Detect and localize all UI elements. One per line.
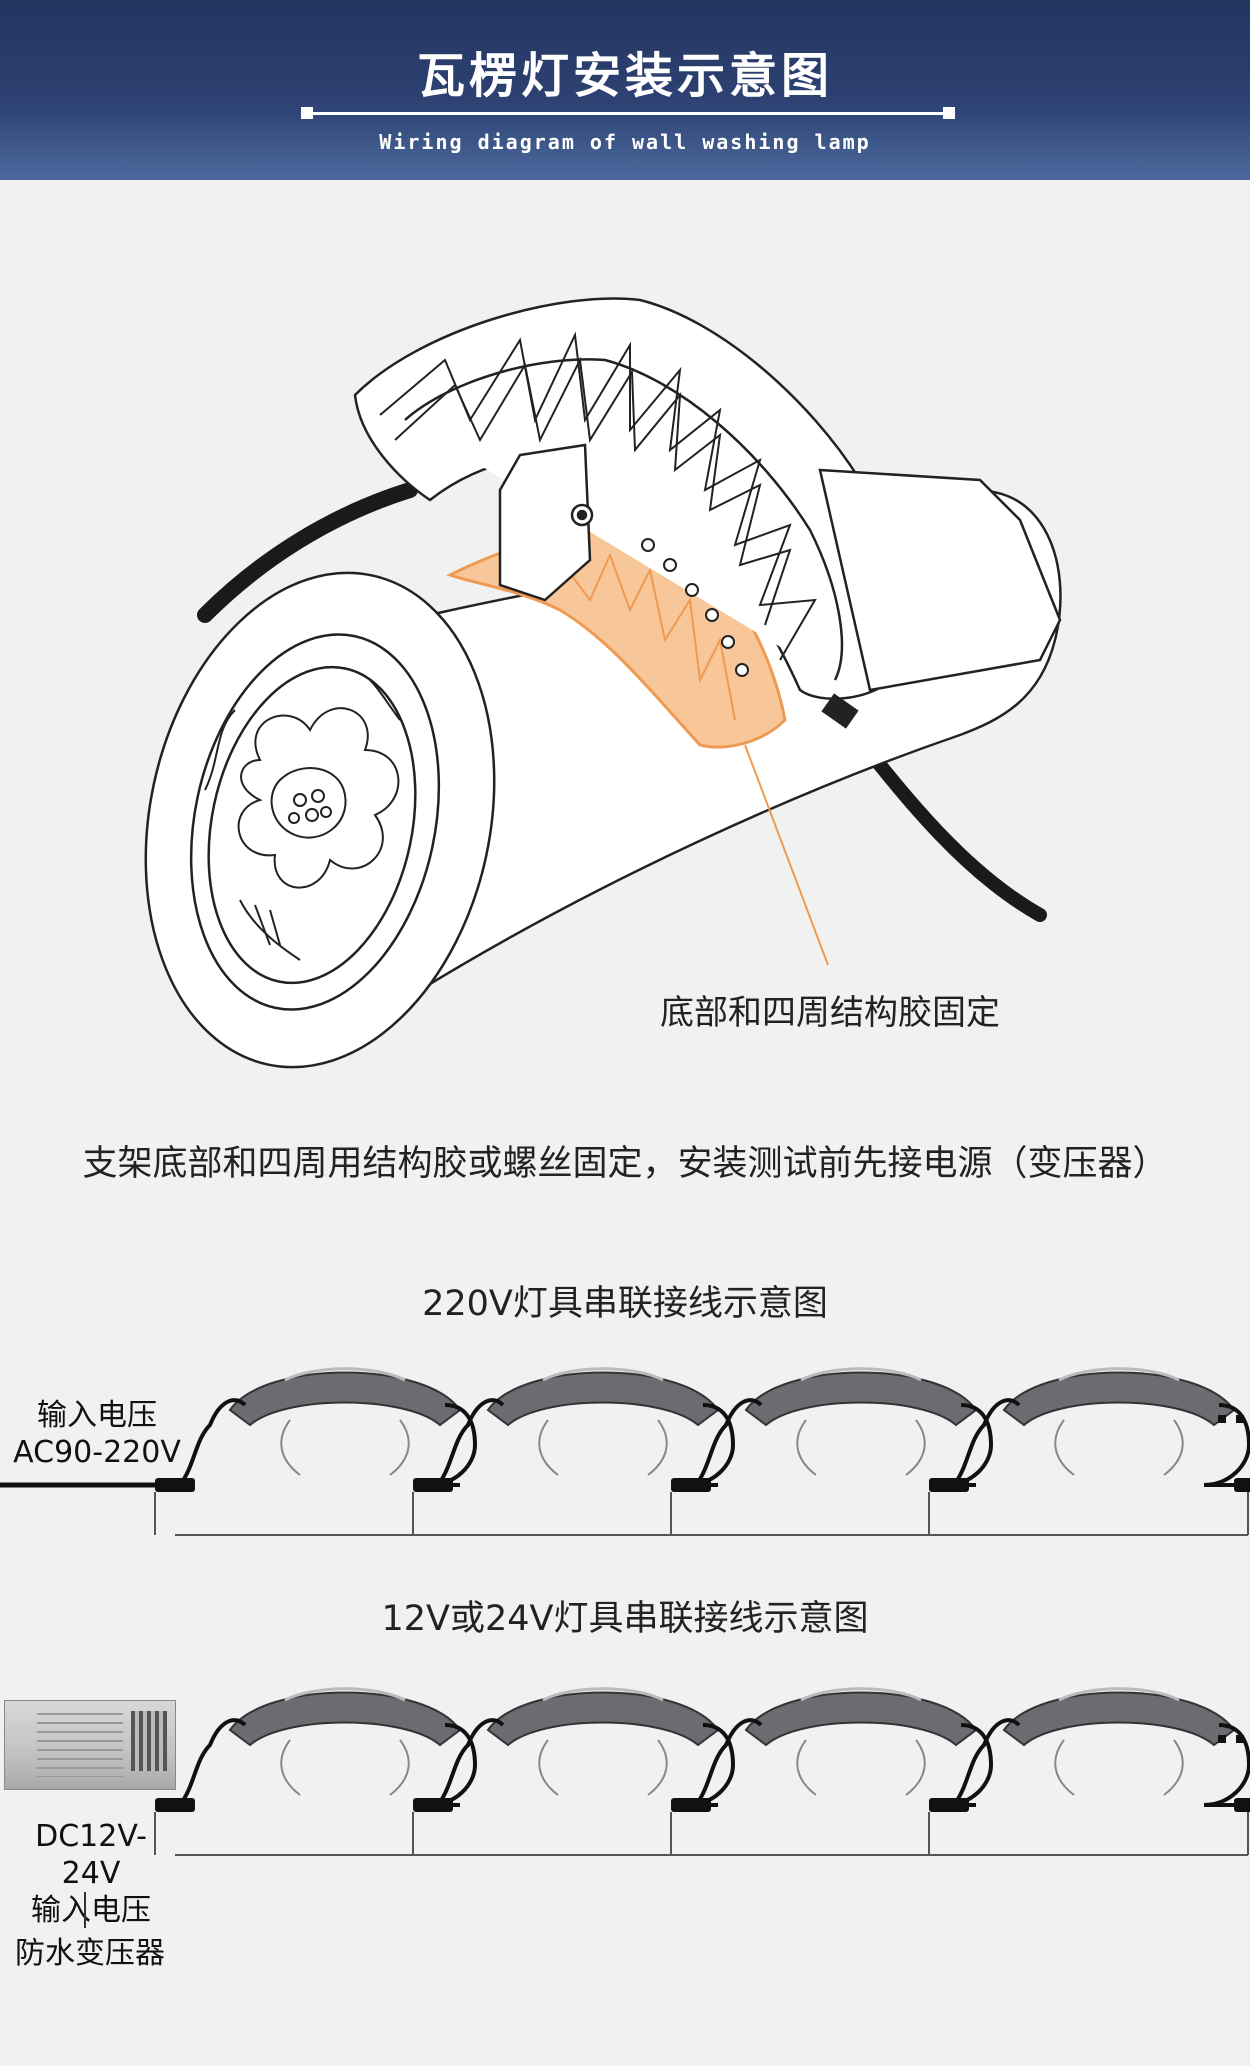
banner-glow xyxy=(0,110,1250,180)
transformer-label: 防水变压器 xyxy=(15,1936,165,1971)
ac-input-label: 输入电压 AC90-220V xyxy=(13,1398,181,1470)
lamp-bracket-left xyxy=(796,1739,817,1796)
lamp-bracket-left xyxy=(1054,1419,1075,1476)
diagram-220v xyxy=(0,1367,1250,1536)
lamp-highlight xyxy=(1058,1367,1180,1382)
connector-icon xyxy=(413,1478,453,1492)
connector-icon xyxy=(929,1478,969,1492)
lamp-highlight xyxy=(800,1367,922,1382)
lamp-bracket-left xyxy=(538,1419,559,1476)
lamp-icon xyxy=(154,1687,478,1855)
led-dots xyxy=(641,538,749,677)
diagram-220v-title: 220V灯具串联接线示意图 xyxy=(422,1284,828,1324)
lamp-icon xyxy=(670,1367,994,1535)
cable-gland xyxy=(821,693,859,729)
lamp-head xyxy=(353,297,1062,700)
dc-input-label: DC12V-24V 输入电压 xyxy=(31,1819,151,1928)
callout-leader xyxy=(744,744,829,966)
glue-callout-label: 底部和四周结构胶固定 xyxy=(660,993,1000,1033)
lamp-highlight xyxy=(1058,1687,1180,1702)
lamp-housing xyxy=(744,1691,978,1747)
diagram-12v-title: 12V或24V灯具串联接线示意图 xyxy=(381,1599,869,1639)
lamp-housing xyxy=(1002,1371,1236,1427)
lamp-icon xyxy=(670,1687,994,1855)
lamp-housing xyxy=(228,1691,462,1747)
lamp-bracket-left xyxy=(280,1419,301,1476)
connector-icon xyxy=(671,1478,711,1492)
lamp-bracket-right xyxy=(905,1739,926,1796)
lamp-output-wire xyxy=(1203,1403,1250,1487)
connector-icon xyxy=(155,1478,195,1492)
lamp-input-wire xyxy=(178,1398,247,1487)
header-banner: 瓦楞灯安装示意图 Wiring diagram of wall washing … xyxy=(0,0,1250,180)
page-title: 瓦楞灯安装示意图 xyxy=(416,48,833,104)
lamp-input-wire xyxy=(436,1718,505,1807)
lamp-bracket-right xyxy=(1163,1739,1184,1796)
lamp-input-wire xyxy=(952,1398,1021,1487)
lamp-housing xyxy=(486,1691,720,1747)
connector-icon xyxy=(155,1798,195,1812)
lamp-bracket-right xyxy=(647,1419,668,1476)
lamp-input-wire xyxy=(436,1398,505,1487)
lamp-housing xyxy=(1002,1691,1236,1747)
lamp-output-wire xyxy=(1203,1723,1250,1807)
lamp-input-wire xyxy=(952,1718,1021,1807)
lamp-housing xyxy=(228,1371,462,1427)
installation-instruction: 支架底部和四周用结构胶或螺丝固定，安装测试前先接电源（变压器） xyxy=(82,1144,1168,1184)
title-divider xyxy=(301,107,955,119)
lamp-bracket-left xyxy=(538,1739,559,1796)
lamp-bracket-right xyxy=(1163,1419,1184,1476)
lamp-illustration xyxy=(144,297,1062,1069)
lamp-bracket-right xyxy=(905,1419,926,1476)
lamp-highlight xyxy=(284,1367,406,1382)
transformer-icon xyxy=(4,1700,176,1790)
lamp-bracket-left xyxy=(280,1739,301,1796)
lamp-icon xyxy=(928,1367,1250,1535)
lamp-input-wire xyxy=(178,1718,247,1807)
connector-icon xyxy=(671,1798,711,1812)
flower-decoration xyxy=(204,679,401,961)
lamp-highlight xyxy=(542,1367,664,1382)
lamp-input-wire xyxy=(694,1398,763,1487)
continuation-dot xyxy=(1236,1415,1244,1423)
mounting-bracket xyxy=(498,443,594,602)
label-connector-line xyxy=(84,1892,86,1928)
connector-icon xyxy=(929,1798,969,1812)
lamp-bracket-right xyxy=(389,1739,410,1796)
lamp-icon xyxy=(412,1687,736,1855)
continuation-dot xyxy=(1218,1415,1226,1423)
connector-icon xyxy=(1234,1798,1250,1812)
lamp-input-wire xyxy=(694,1718,763,1807)
heat-sink-fins xyxy=(379,331,817,661)
lamp-icon xyxy=(412,1367,736,1535)
lamp-highlight xyxy=(542,1687,664,1702)
lamp-icon xyxy=(154,1367,478,1535)
lamp-housing xyxy=(486,1371,720,1427)
lamp-bracket-right xyxy=(389,1419,410,1476)
continuation-dot xyxy=(1218,1735,1226,1743)
lamp-bracket-left xyxy=(796,1419,817,1476)
lamp-housing xyxy=(744,1371,978,1427)
continuation-dot xyxy=(1236,1735,1244,1743)
lamp-bracket-right xyxy=(647,1739,668,1796)
connector-icon xyxy=(413,1798,453,1812)
connector-icon xyxy=(1234,1478,1250,1492)
lamp-bracket-left xyxy=(1054,1739,1075,1796)
lamp-icon xyxy=(928,1687,1250,1855)
lamp-highlight xyxy=(284,1687,406,1702)
lamp-highlight xyxy=(800,1687,922,1702)
page-subtitle: Wiring diagram of wall washing lamp xyxy=(379,130,871,154)
diagram-12v xyxy=(154,1687,1250,1856)
power-cable-left xyxy=(197,482,418,623)
